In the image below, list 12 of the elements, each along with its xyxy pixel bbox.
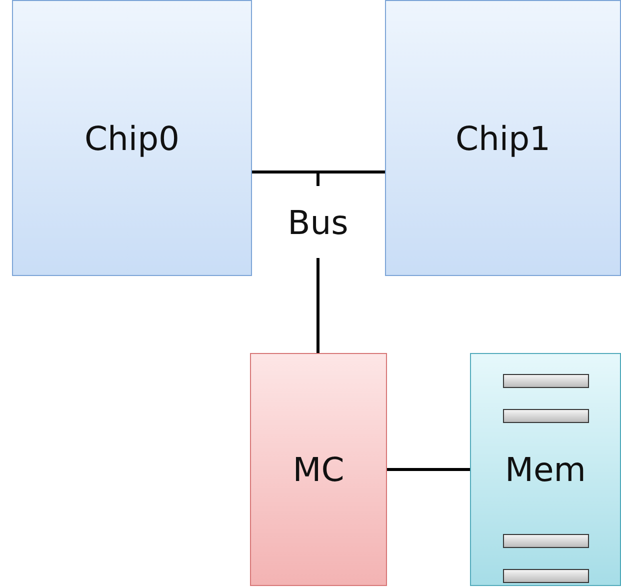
node-label: Mem bbox=[505, 450, 586, 489]
bus-line bbox=[316, 170, 385, 186]
controller-box bbox=[250, 353, 387, 586]
node-label: Chip0 bbox=[84, 118, 180, 158]
node-label: Chip1 bbox=[455, 118, 551, 158]
bus-line bbox=[387, 468, 470, 471]
bus-label: Bus bbox=[288, 202, 348, 242]
chip-box bbox=[385, 0, 621, 276]
bus-line bbox=[316, 258, 320, 353]
chip-box bbox=[12, 0, 252, 276]
memory-box bbox=[470, 353, 621, 586]
node-label: MC bbox=[292, 450, 344, 489]
